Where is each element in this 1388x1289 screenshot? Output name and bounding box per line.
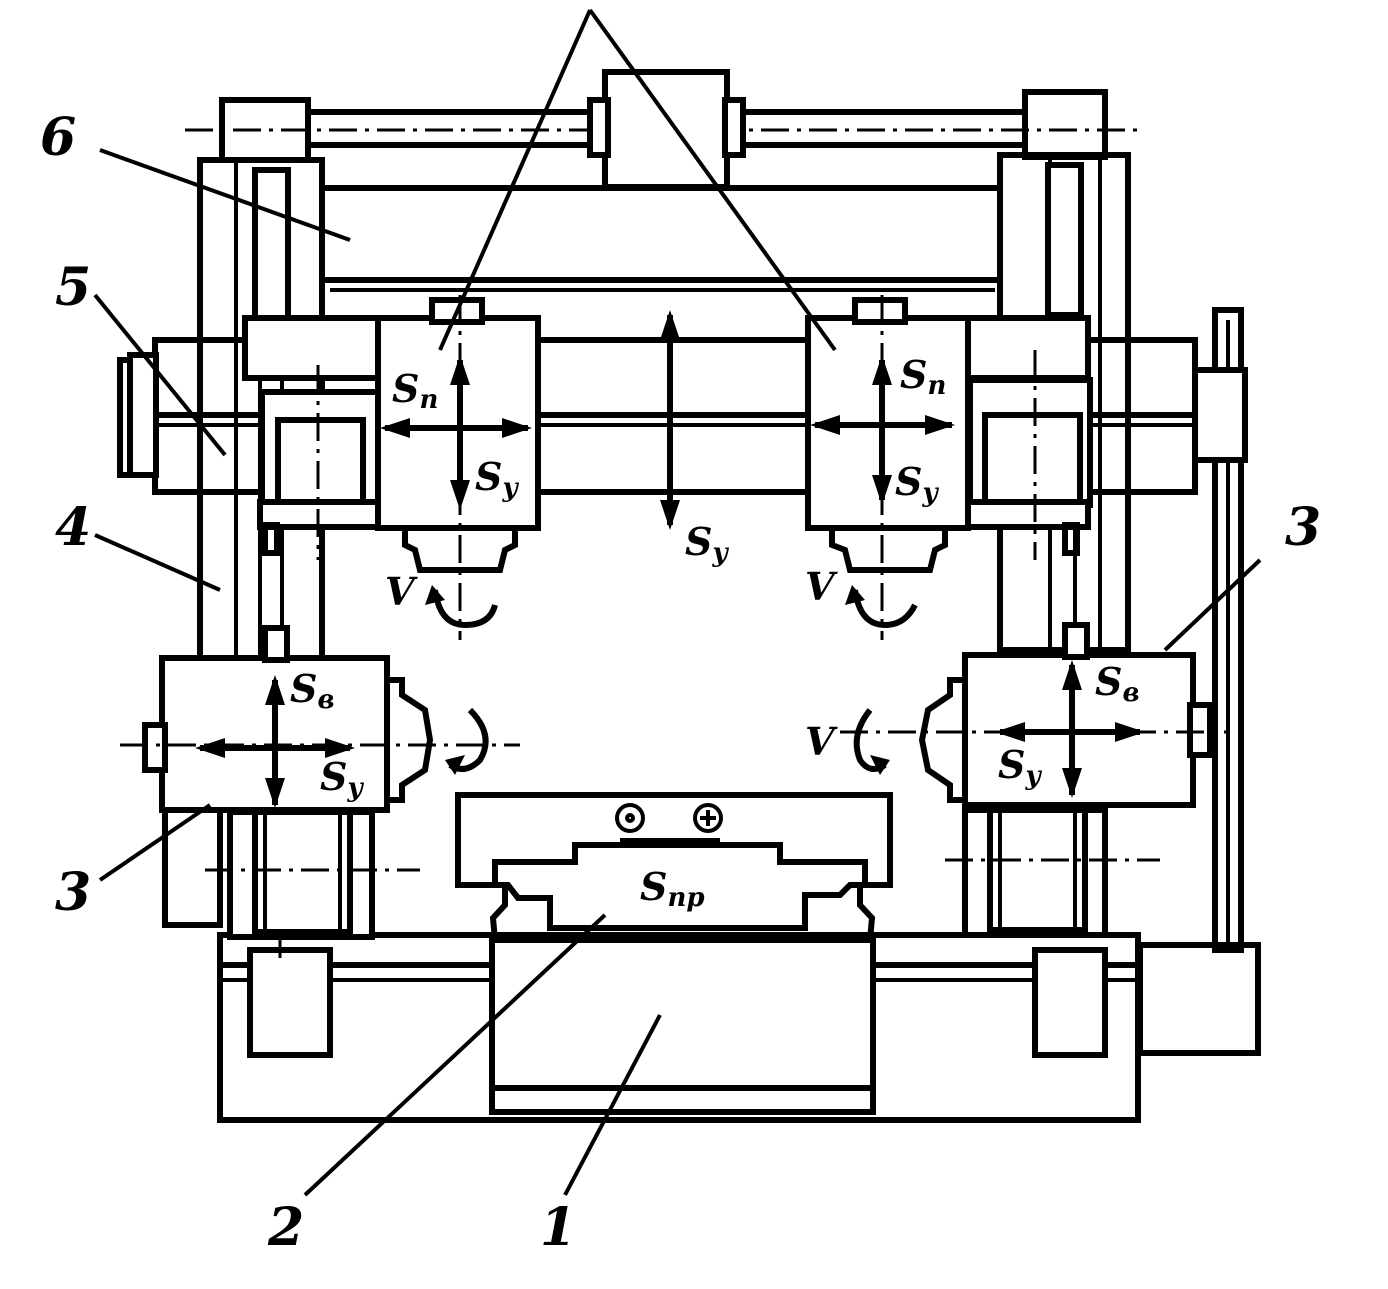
- callout-4: 4: [55, 497, 91, 558]
- sp-right-label: Sn: [900, 352, 946, 401]
- sy-crossrail-label: Sy: [685, 519, 729, 568]
- sy-left-side-label: Sy: [320, 754, 364, 803]
- sy-right-side-label: Sy: [998, 742, 1042, 791]
- callout-3-left: 3: [55, 862, 91, 923]
- callout-3-right: 3: [1285, 497, 1321, 558]
- callout-6: 6: [40, 107, 76, 168]
- workpiece-fixture: [455, 792, 893, 943]
- left-lower-drive: [205, 809, 420, 960]
- spr-table-label: Sпр: [640, 864, 705, 913]
- rotation-arcs: [425, 585, 918, 775]
- callout-numbers: 6 5 4 3 3 2 1: [40, 107, 1321, 1258]
- callout-2: 2: [267, 1197, 304, 1258]
- v-side-right-label: V: [805, 719, 838, 764]
- sv-right-label: Sв: [1095, 659, 1140, 708]
- right-rail-gearbox: [965, 350, 1093, 560]
- sy-right-head-label: Sy: [895, 459, 939, 508]
- callout-5: 5: [55, 257, 91, 318]
- sv-left-label: Sв: [290, 666, 335, 715]
- machine-bed: [217, 932, 1261, 1123]
- callout-1: 1: [540, 1197, 576, 1258]
- leader-lines: [93, 8, 1262, 1197]
- v-top-right-label: V: [805, 564, 838, 609]
- rotation-labels: V V V: [385, 564, 838, 764]
- feed-arrows: [195, 310, 1145, 808]
- right-lower-drive: [945, 807, 1160, 938]
- top-beam: [185, 69, 1140, 292]
- table-base: [489, 935, 876, 1115]
- left-rail-gearbox: [257, 365, 383, 560]
- sy-left-head-label: Sy: [475, 454, 519, 503]
- motion-symbols: Sn Sy Sn Sy Sy Sв Sy Sв Sy Sпр: [290, 352, 1140, 913]
- v-top-left-label: V: [385, 569, 418, 614]
- sp-left-label: Sn: [392, 366, 438, 415]
